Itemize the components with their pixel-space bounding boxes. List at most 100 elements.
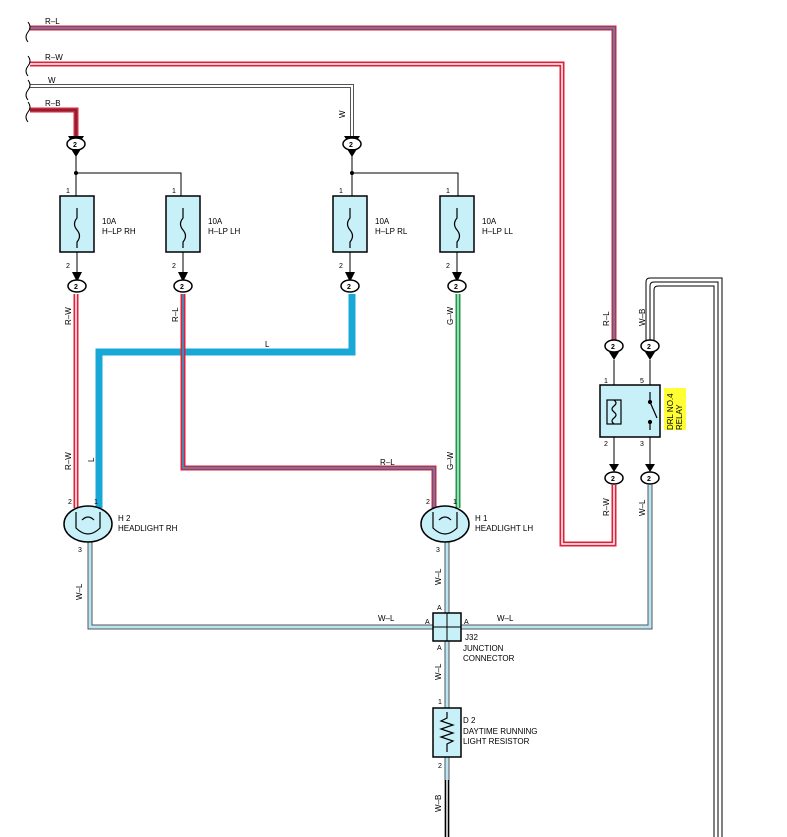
wire-label-w-b-bottom: W–B [434,795,443,812]
fuse-pin-2: 2 [446,263,450,270]
fuse-pin-1: 1 [446,188,450,195]
junction-code: J32 [465,633,478,642]
wire-w-b-relay [645,277,723,837]
junction-line1: JUNCTION [463,644,504,653]
junction-connector-j32: A A A A J32 JUNCTION CONNECTOR [425,605,515,663]
fuse-pin-1: 1 [172,188,176,195]
wire-label-r-w: R–W [45,53,63,62]
wire-label-l: L [265,340,270,349]
wire-label-w-l-lower: W–L [434,663,443,680]
fuse-icon [346,208,354,248]
wire-label-g-w: G–W [446,306,455,325]
wire-r-b-top [30,107,79,136]
wire-label-w-b-relay: W–B [638,309,647,326]
fuse-amp: 10A [375,217,390,226]
wire-label-r-l-h1: R–L [380,458,395,467]
connector-top-right: 2 [342,136,362,157]
relay-pin-5: 5 [640,378,644,385]
fuse-icon [179,208,187,248]
fuse-name: H–LP LL [482,227,514,236]
resistor-icon [439,712,455,752]
fuse-bus-left [74,152,182,196]
connector-pin-label: 2 [73,142,77,149]
fuse-pin-2: 2 [66,263,70,270]
relay-pin-3: 3 [640,441,644,448]
headlight-bulb-icon [75,512,101,535]
wire-label-r-b: R–B [45,99,61,108]
fuse-icon [73,208,81,248]
headlight-pin-1: 1 [94,499,98,506]
fuse-h-lp-rh: 10A H–LP RH 1 2 [59,188,136,278]
connector-top-left: 2 [66,136,86,157]
fuse-bus-right [350,152,459,196]
junction-pin-a-left: A [425,619,430,626]
headlight-rh: 2 1 3 H 2 HEADLIGHT RH [63,499,178,554]
fuse-amp: 10A [102,217,117,226]
wire-label-r-l-relay: R–L [602,311,611,326]
wire-label-w: W [48,76,56,85]
wire-break-marks [25,21,31,123]
connector-relay-out-2: 2 [604,464,624,485]
fuse-pin-1: 1 [66,188,70,195]
connector-pin-label: 2 [647,476,651,483]
wire-label-w-l-h2: W–L [75,583,84,600]
wire-label-r-w-relay: R–W [602,498,611,516]
headlight-pin-1: 1 [453,499,457,506]
headlight-name: HEADLIGHT RH [118,524,178,533]
headlight-code: H 1 [475,514,488,523]
fuse-pin-2: 2 [339,263,343,270]
wire-w-l-network [87,485,653,837]
headlight-code: H 2 [118,514,131,523]
fuse-pin-1: 1 [339,188,343,195]
wire-label-w-vertical: W [338,110,347,118]
wire-label-r-l: R–L [45,17,60,26]
wire-r-w-top [30,61,617,547]
connector-pin-label: 2 [74,284,78,291]
headlight-lh: 2 1 3 H 1 HEADLIGHT LH [420,499,533,554]
wire-w-top [30,84,354,136]
fuse-icon [453,208,461,248]
connector-relay-in-5: 2 [640,339,660,360]
junction-pin-a-top: A [437,605,442,612]
resistor-pin-1: 1 [438,699,442,706]
relay-body [599,384,661,438]
fuse-name: H–LP RL [375,227,408,236]
fuse-amp: 10A [482,217,497,226]
resistor-line1: DAYTIME RUNNING [463,727,538,736]
junction-pin-a-bottom: A [437,645,442,652]
drl-resistor-d2: 1 2 D 2 DAYTIME RUNNING LIGHT RESISTOR [432,699,538,770]
wire-r-l-top [30,25,617,340]
fuse-h-lp-lh: 10A H–LP LH 1 2 [165,188,241,278]
wire-l-blue [95,294,356,508]
connector-pin-label: 2 [454,284,458,291]
relay-coil-icon [606,399,622,425]
junction-pin-a-right: A [464,619,469,626]
connector-relay-in-1: 2 [604,339,624,360]
relay-switch-icon [647,392,658,430]
relay-label: DRL NO.4 RELAY [664,388,686,430]
connector-fuse-out-2: 2 [173,272,193,293]
relay-label-line2: RELAY [675,404,684,430]
fuse-amp: 10A [208,217,223,226]
wire-label-r-w-left: R–W [64,307,73,325]
headlight-pin-2: 2 [426,499,430,506]
junction-line2: CONNECTOR [463,654,515,663]
fuse-h-lp-rl: 10A H–LP RL 1 2 [332,188,408,278]
relay-label-line1: DRL NO.4 [666,393,675,430]
fuse-name: H–LP RH [102,227,136,236]
fuse-name: H–LP LH [208,227,241,236]
connector-pin-label: 2 [349,142,353,149]
resistor-line2: LIGHT RESISTOR [463,737,530,746]
wire-label-l-vertical: L [87,457,96,462]
connector-pin-label: 2 [611,344,615,351]
relay-pin-2: 2 [604,441,608,448]
headlight-pin-3: 3 [436,547,440,554]
wire-r-l-h1 [180,294,437,508]
headlight-name: HEADLIGHT LH [475,524,533,533]
connector-pin-label: 2 [180,284,184,291]
connector-fuse-out-4: 2 [447,272,467,293]
resistor-pin-2: 2 [438,763,442,770]
connector-pin-label: 2 [611,476,615,483]
wire-label-w-l-right: W–L [497,614,514,623]
wire-label-w-l-relay: W–L [638,499,647,516]
